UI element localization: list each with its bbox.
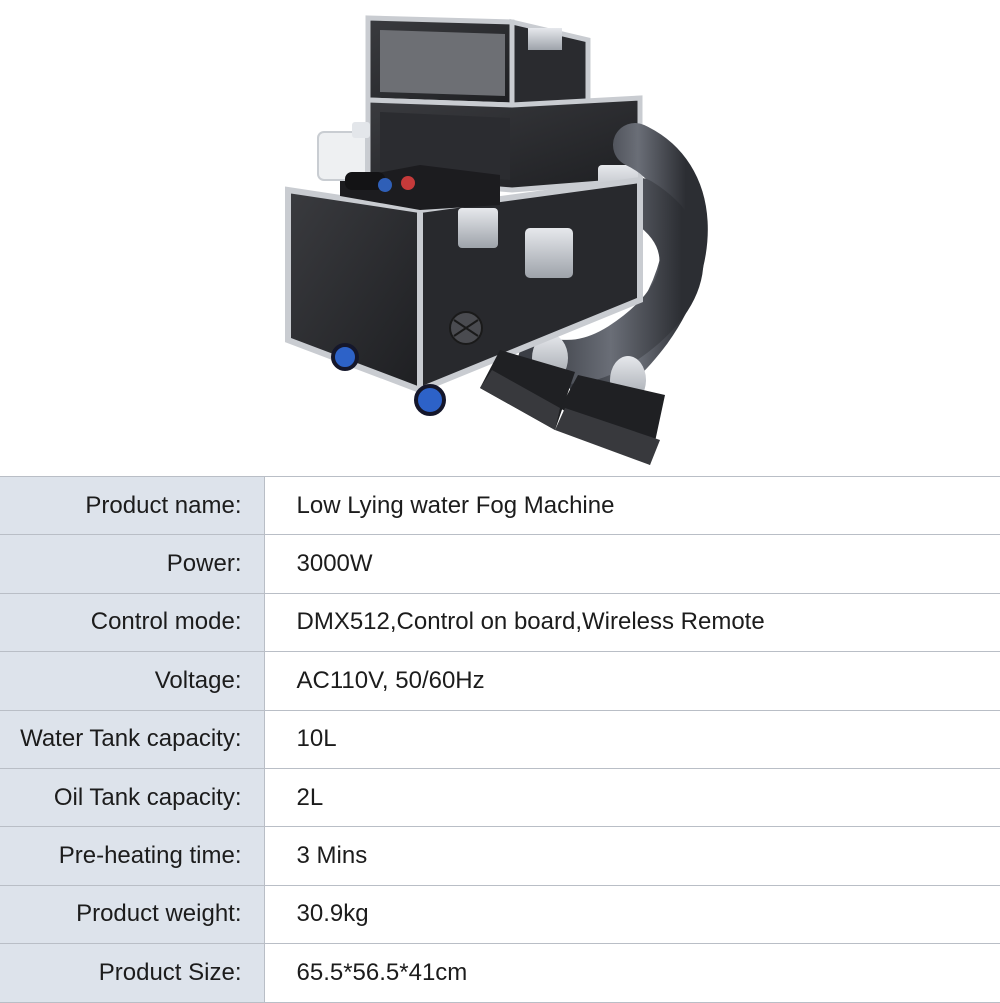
spec-label: Water Tank capacity: xyxy=(0,709,265,769)
spec-value: 10L xyxy=(264,709,1000,769)
spec-row: Product name:Low Lying water Fog Machine xyxy=(0,475,1000,535)
spec-table-body: Product name:Low Lying water Fog Machine… xyxy=(0,475,1000,1003)
case-body xyxy=(285,176,643,395)
spec-row: Product weight:30.9kg xyxy=(0,884,1000,944)
spec-table: Product name:Low Lying water Fog Machine… xyxy=(0,475,1000,1003)
case-wheels xyxy=(331,343,446,416)
spec-row: Control mode:DMX512,Control on board,Wir… xyxy=(0,592,1000,652)
product-photo xyxy=(285,15,708,465)
spec-label: Product weight: xyxy=(0,884,265,944)
spec-label: Power: xyxy=(0,534,265,594)
spec-row: Power:3000W xyxy=(0,534,1000,594)
spec-row: Water Tank capacity:10L xyxy=(0,709,1000,769)
spec-row: Product Size:65.5*56.5*41cm xyxy=(0,943,1000,1003)
spec-value: DMX512,Control on board,Wireless Remote xyxy=(264,592,1000,652)
fog-unit xyxy=(317,122,500,210)
spec-label: Voltage: xyxy=(0,651,265,711)
spec-label: Product Size: xyxy=(0,943,265,1003)
spec-value: Low Lying water Fog Machine xyxy=(264,475,1000,535)
spec-value: AC110V, 50/60Hz xyxy=(264,651,1000,711)
spec-value: 2L xyxy=(264,767,1000,827)
spec-label: Pre-heating time: xyxy=(0,826,265,886)
spec-row: Voltage:AC110V, 50/60Hz xyxy=(0,651,1000,711)
case-lid xyxy=(365,15,591,113)
spec-label: Oil Tank capacity: xyxy=(0,767,265,827)
fog-nozzles xyxy=(480,350,665,465)
spec-label: Control mode: xyxy=(0,592,265,652)
spec-value: 30.9kg xyxy=(264,884,1000,944)
spec-label: Product name: xyxy=(0,475,265,535)
spec-row: Pre-heating time:3 Mins xyxy=(0,826,1000,886)
spec-value: 3000W xyxy=(264,534,1000,594)
spec-row: Oil Tank capacity:2L xyxy=(0,767,1000,827)
spec-value: 65.5*56.5*41cm xyxy=(264,943,1000,1003)
spec-value: 3 Mins xyxy=(264,826,1000,886)
